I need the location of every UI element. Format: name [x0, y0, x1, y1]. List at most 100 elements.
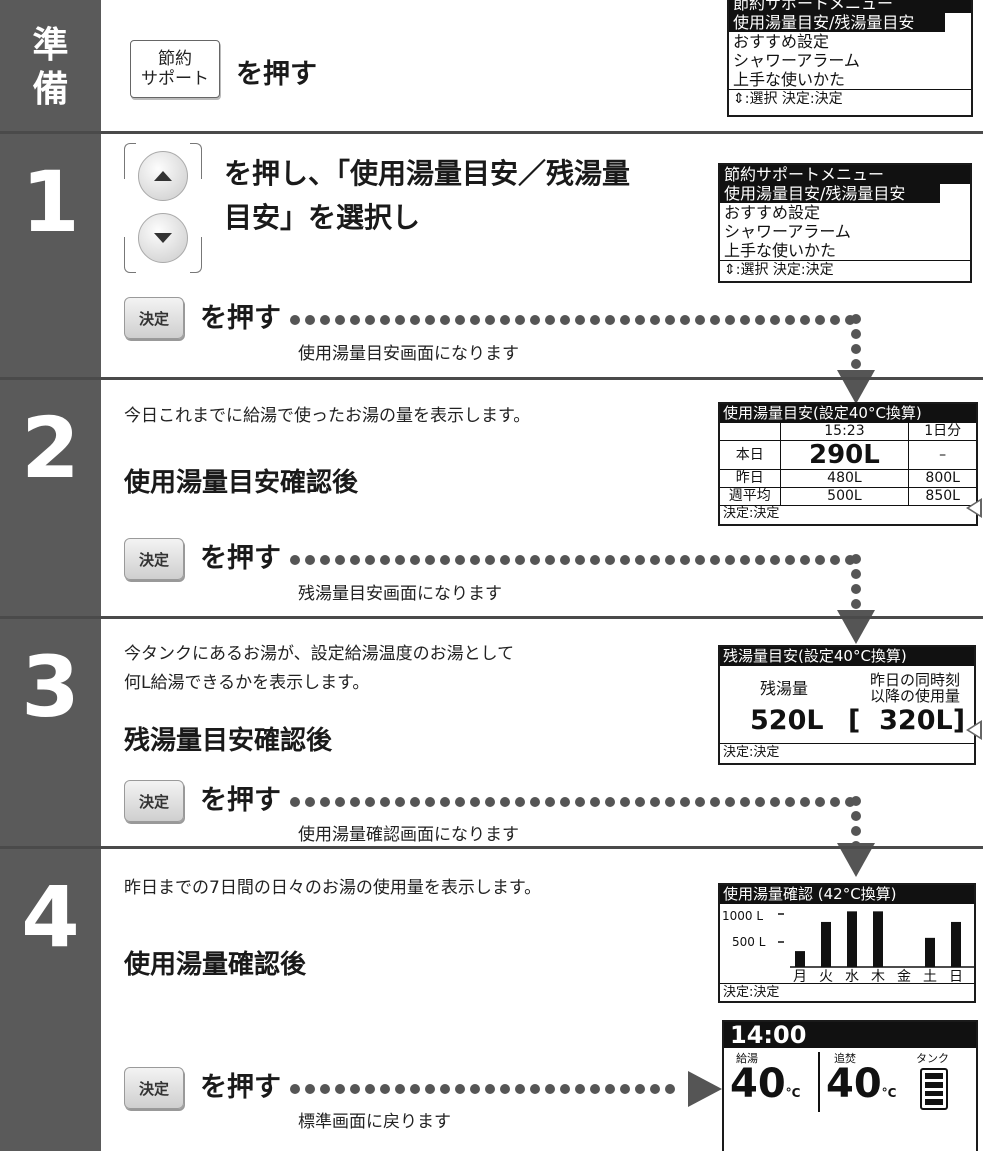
step2-lcd: 使用湯量目安(設定40°C換算) 15:23 1日分 本日 290L – 昨日 … [718, 402, 978, 526]
dot [575, 1084, 585, 1094]
pointer-icon [966, 720, 983, 740]
dot [530, 797, 540, 807]
dot [470, 797, 480, 807]
dot [515, 1084, 525, 1094]
dot [590, 1084, 600, 1094]
down-arrow-icon [837, 610, 875, 644]
x-tick-labels: 月火水木金土日 [793, 969, 963, 982]
step2-kettei-key[interactable]: 決定 [124, 538, 184, 580]
dot [845, 315, 855, 325]
up-button[interactable] [138, 151, 188, 201]
dot [725, 555, 735, 565]
bar-月 [795, 951, 805, 967]
dot [350, 555, 360, 565]
step4-action: を押す [200, 1072, 281, 1103]
divider [0, 377, 983, 380]
dot [695, 315, 705, 325]
step4-kettei-key[interactable]: 決定 [124, 1067, 184, 1109]
tank-level-segment [925, 1099, 943, 1105]
dot [590, 315, 600, 325]
table-cell: – [908, 440, 976, 470]
table-row: 昨日 480L 800L [720, 469, 976, 488]
dot [785, 797, 795, 807]
dot [785, 555, 795, 565]
step1-instruction-2: 目安」を選択し [224, 201, 421, 234]
dot [530, 555, 540, 565]
pointer-icon [966, 498, 983, 518]
dot [485, 1084, 495, 1094]
dot [335, 797, 345, 807]
dot [545, 1084, 555, 1094]
dot [365, 1084, 375, 1094]
table-cell: 昨日 [720, 469, 781, 488]
step1-kettei-key[interactable]: 決定 [124, 297, 184, 339]
dot [455, 555, 465, 565]
dot [455, 315, 465, 325]
bracket-bottom-left [124, 237, 136, 273]
dotted-line-vertical [850, 314, 862, 369]
dot [605, 797, 615, 807]
dot [605, 315, 615, 325]
step3-kettei-key[interactable]: 決定 [124, 780, 184, 822]
dot [845, 797, 855, 807]
dot [440, 1084, 450, 1094]
dot [395, 315, 405, 325]
dot [665, 315, 675, 325]
dot [665, 555, 675, 565]
dot [380, 555, 390, 565]
bar-水 [847, 911, 857, 967]
home-divider [818, 1052, 820, 1112]
dot [851, 554, 861, 564]
setsuyaku-support-key[interactable]: 節約 サポート [130, 40, 220, 98]
dot [335, 555, 345, 565]
dot [290, 1084, 300, 1094]
dot [830, 315, 840, 325]
dot [851, 569, 861, 579]
table-cell: 480L [780, 469, 910, 488]
dot [851, 811, 861, 821]
step1-number: 1 [21, 153, 80, 251]
usage-bar-chart: 1000 L 500 L 月火水木金土日 [722, 909, 974, 982]
step2-action: を押す [200, 543, 281, 574]
step1-lcd-item-1: おすすめ設定 [724, 203, 821, 222]
down-button[interactable] [138, 213, 188, 263]
dot [380, 797, 390, 807]
down-arrow-icon [154, 233, 172, 243]
dot [620, 1084, 630, 1094]
x-tick-label-木: 木 [871, 969, 885, 982]
dot [545, 315, 555, 325]
table-cell: 1日分 [908, 423, 976, 441]
x-tick-label-日: 日 [949, 969, 963, 982]
prep-label: 準 備 [26, 24, 76, 131]
dot [815, 797, 825, 807]
step3-lcd-label-right: 昨日の同時刻 以降の使用量 [870, 672, 960, 704]
dot [560, 315, 570, 325]
divider [0, 616, 983, 619]
dot [425, 555, 435, 565]
step1-lcd-item-0: 使用湯量目安/残湯量目安 [720, 184, 940, 203]
dot [425, 1084, 435, 1094]
dot [575, 315, 585, 325]
dot [410, 315, 420, 325]
step1-lcd-footer: ⇕:選択 決定:決定 [720, 260, 970, 280]
dot [455, 1084, 465, 1094]
tank-icon [920, 1068, 948, 1110]
home-temp-kyuto-unit: °C [785, 1086, 801, 1100]
dot [575, 555, 585, 565]
dotted-line-vertical [850, 554, 862, 609]
dot [515, 315, 525, 325]
dot [605, 1084, 615, 1094]
step3-action: を押す [200, 785, 281, 816]
dot [425, 797, 435, 807]
dot [695, 797, 705, 807]
dot [620, 555, 630, 565]
step4-number: 4 [21, 868, 80, 966]
step3-description-2: 何L給湯できるかを表示します。 [124, 673, 370, 693]
dot [470, 315, 480, 325]
dot [485, 315, 495, 325]
dot [440, 555, 450, 565]
step3-lcd-label-left: 残湯量 [760, 679, 809, 698]
bar-火 [821, 921, 831, 967]
dot [530, 1084, 540, 1094]
step2-lcd-table: 15:23 1日分 本日 290L – 昨日 480L 800L 週平均 500… [720, 423, 976, 506]
